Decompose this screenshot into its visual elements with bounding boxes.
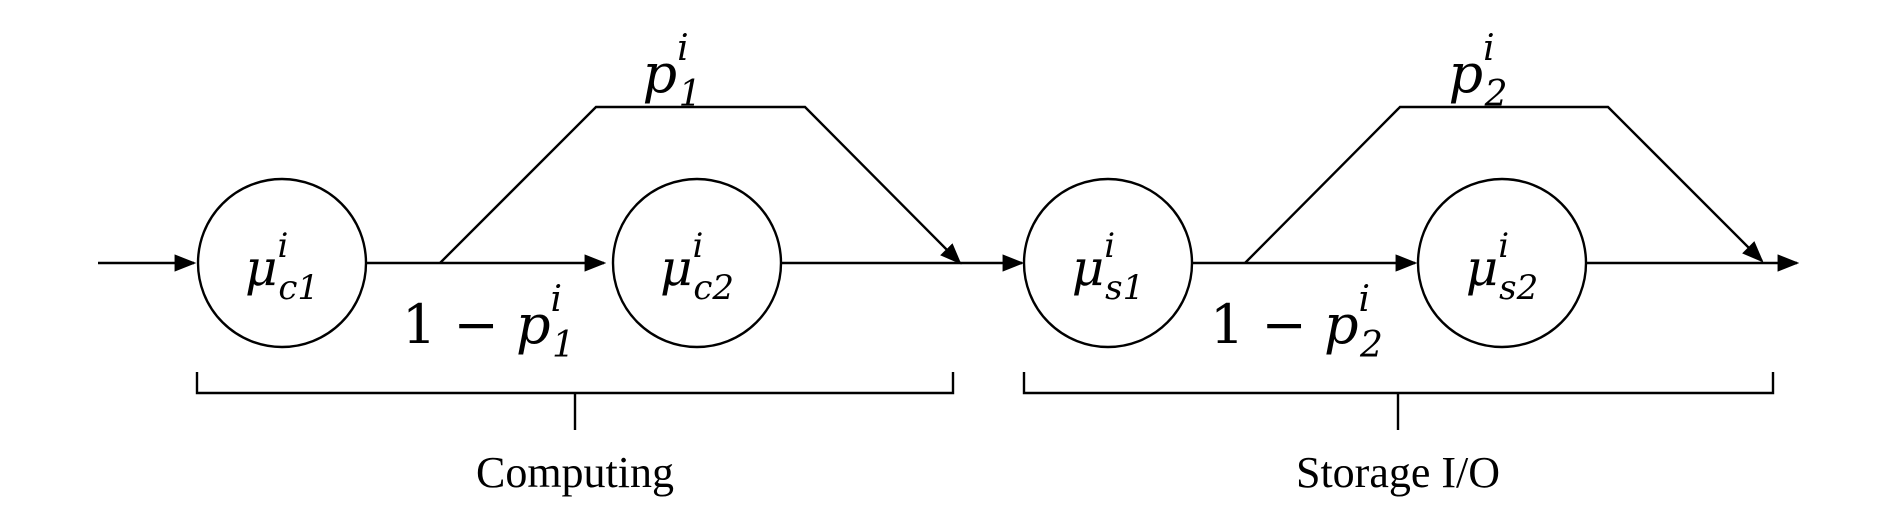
bypass-path-1 [439,105,962,265]
storage-caption: Storage I/O [1296,448,1500,497]
computing-caption: Computing [476,448,674,497]
bypass-path-2 [1244,105,1764,264]
storage-brace [1022,372,1775,430]
computing-brace [195,372,955,430]
